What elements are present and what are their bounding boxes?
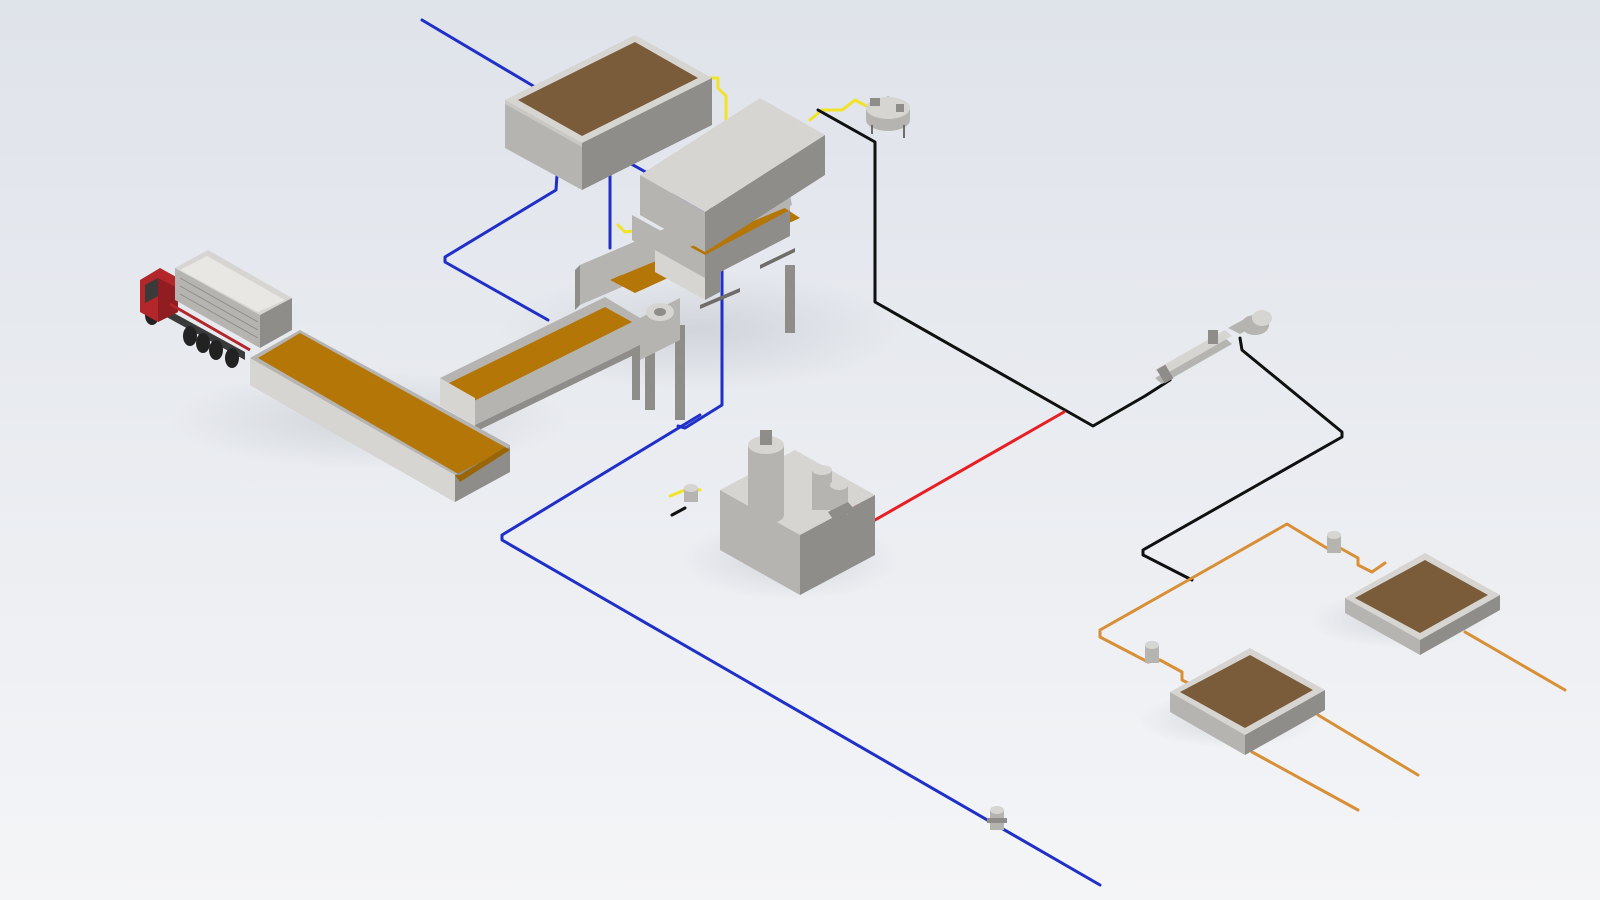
water-pipe-inlet [420, 18, 537, 89]
return-pipe-network [670, 108, 1344, 582]
slurry-pump-2 [1145, 641, 1159, 663]
slurry-pipe-tank2-outlet-a [1316, 713, 1420, 777]
slurry-pipe-tank1-outlet [1463, 630, 1567, 692]
return-pipe-pump-to-tanks [1141, 336, 1344, 582]
return-pipe-hpu-valve [670, 506, 687, 517]
dump-truck [140, 250, 292, 368]
air-compressor [866, 96, 910, 138]
hydraulic-power-unit [720, 430, 875, 595]
slurry-pump-1 [1327, 531, 1341, 553]
settling-tank-1 [1345, 553, 1500, 655]
slurry-pipe-network [1098, 522, 1567, 812]
air-pipe-compressor [808, 98, 872, 122]
slurry-pipe-header [1190, 522, 1387, 580]
inline-valve [987, 806, 1007, 830]
water-pipe-main-header [500, 413, 1102, 887]
hydraulic-pipe [866, 410, 1066, 526]
feed-conveyor [250, 330, 510, 502]
return-pipe-press-to-pump [816, 108, 1172, 428]
slurry-pipe-tank2-outlet-b [1250, 750, 1360, 812]
hpu-valve [684, 484, 698, 502]
wash-water-tank [505, 35, 712, 190]
screw-pump [1155, 310, 1272, 384]
inclined-conveyor [440, 297, 640, 432]
filter-press [575, 98, 825, 420]
settling-tank-2 [1170, 648, 1325, 755]
